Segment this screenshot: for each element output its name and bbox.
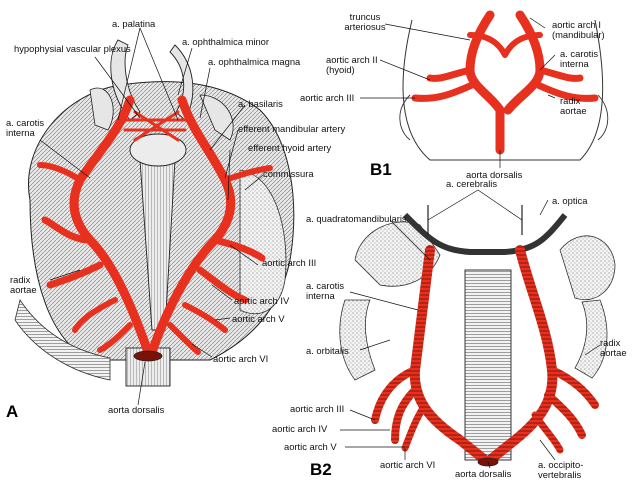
panel-letter-b1: B1 [370, 160, 392, 179]
label-aortic-arch-6-b2: aortic arch VI [380, 459, 436, 470]
label-basilaris: a. basilaris [238, 98, 283, 109]
label-aortic-arch-3-b2: aortic arch III [290, 403, 345, 414]
label-orbitalis: a. orbitalis [306, 345, 349, 356]
label-occipito-vertebralis: a. occipito-vertebralis [538, 459, 584, 480]
label-aorta-dorsalis-a: aorta dorsalis [108, 404, 165, 415]
label-aorta-dorsalis-b1: aorta dorsalis [466, 169, 523, 180]
label-aorta-dorsalis-b2: aorta dorsalis [455, 468, 512, 479]
label-quadratomandibularis: a. quadratomandibularis [306, 213, 407, 224]
label-a-palatina: a. palatina [112, 18, 156, 29]
label-aortic-arch-4-a: aortic arch IV [234, 295, 290, 306]
label-ophthalmica-minor: a. ophthalmica minor [182, 36, 270, 47]
label-efferent-mandibular: efferent mandibular artery [238, 123, 346, 134]
label-ophthalmica-magna: a. ophthalmica magna [208, 56, 301, 67]
leader-lines [39, 17, 601, 469]
panel-a-drawing [14, 39, 295, 387]
label-aortic-arch-4-b2: aortic arch IV [272, 423, 328, 434]
label-aortic-arch-5-a: aortic arch V [232, 313, 285, 324]
label-aortic-arch-2-b1: aortic arch II(hyoid) [326, 54, 378, 75]
label-aortic-arch-5-b2: aortic arch V [284, 441, 337, 452]
label-cerebralis: a. cerebralis [446, 178, 498, 189]
label-aortic-arch-3-b1: aortic arch III [300, 92, 355, 103]
panel-letter-a: A [6, 402, 19, 421]
label-aortic-arch-3-a: aortic arch III [262, 257, 317, 268]
panel-letter-b2: B2 [310, 460, 332, 479]
label-aortic-arch-1-b1: aortic arch I(mandibular) [552, 19, 605, 40]
label-efferent-hyoid: efferent hyoid artery [248, 142, 332, 153]
label-aortic-arch-6-a: aortic arch VI [213, 353, 269, 364]
panel-b2-drawing [339, 205, 616, 467]
label-optica: a. optica [552, 195, 588, 206]
panel-b1-drawing [399, 10, 609, 161]
label-commissura: commissura [263, 168, 314, 179]
label-hypophysial-plexus: hypophysial vascular plexus [14, 43, 131, 54]
